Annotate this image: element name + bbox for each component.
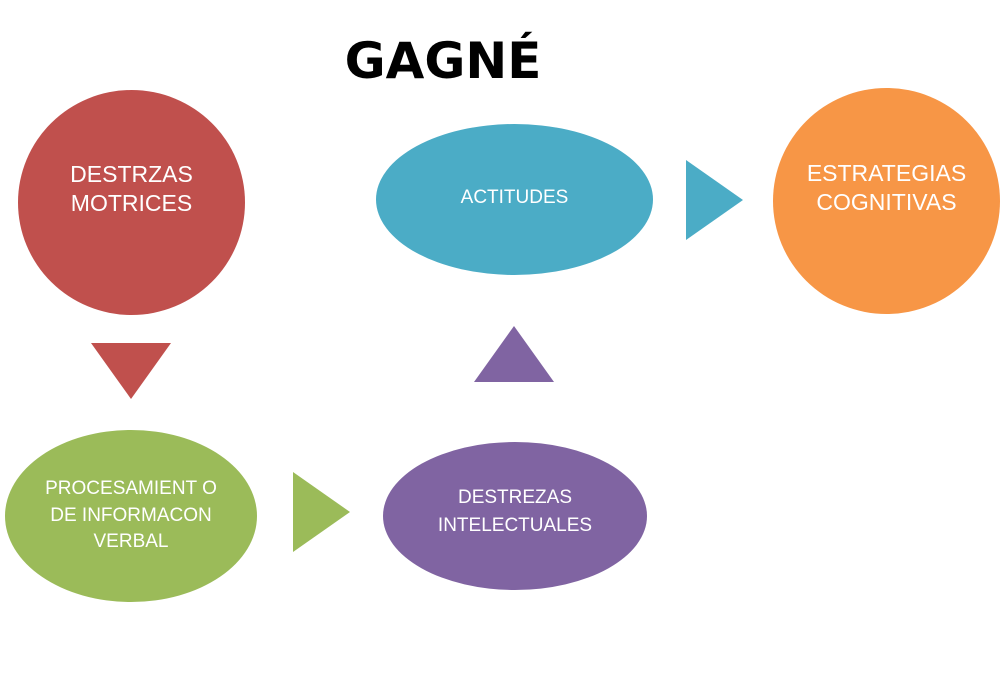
node-actitudes: ACTITUDES — [376, 124, 653, 275]
node-label: DESTREZAS INTELECTUALES — [437, 486, 593, 537]
arrow-right-icon — [686, 160, 743, 240]
arrow-up-icon — [474, 326, 554, 382]
node-procesamiento-informacion-verbal: PROCESAMIENT O DE INFORMACON VERBAL — [5, 430, 257, 602]
arrow-right-icon — [293, 472, 350, 552]
arrow-down-icon — [91, 343, 171, 399]
node-destrezas-intelectuales: DESTREZAS INTELECTUALES — [383, 442, 647, 590]
node-estrategias-cognitivas: ESTRATEGIAS COGNITIVAS — [773, 88, 1000, 314]
node-label: PROCESAMIENT O DE INFORMACON VERBAL — [45, 478, 217, 553]
node-label: ESTRATEGIAS COGNITIVAS — [806, 160, 967, 215]
node-destrezas-motrices: DESTRZAS MOTRICES — [18, 90, 245, 315]
diagram-title: GAGNÉ — [344, 32, 542, 90]
node-label: DESTRZAS MOTRICES — [70, 160, 193, 216]
node-label: ACTITUDES — [460, 186, 569, 208]
